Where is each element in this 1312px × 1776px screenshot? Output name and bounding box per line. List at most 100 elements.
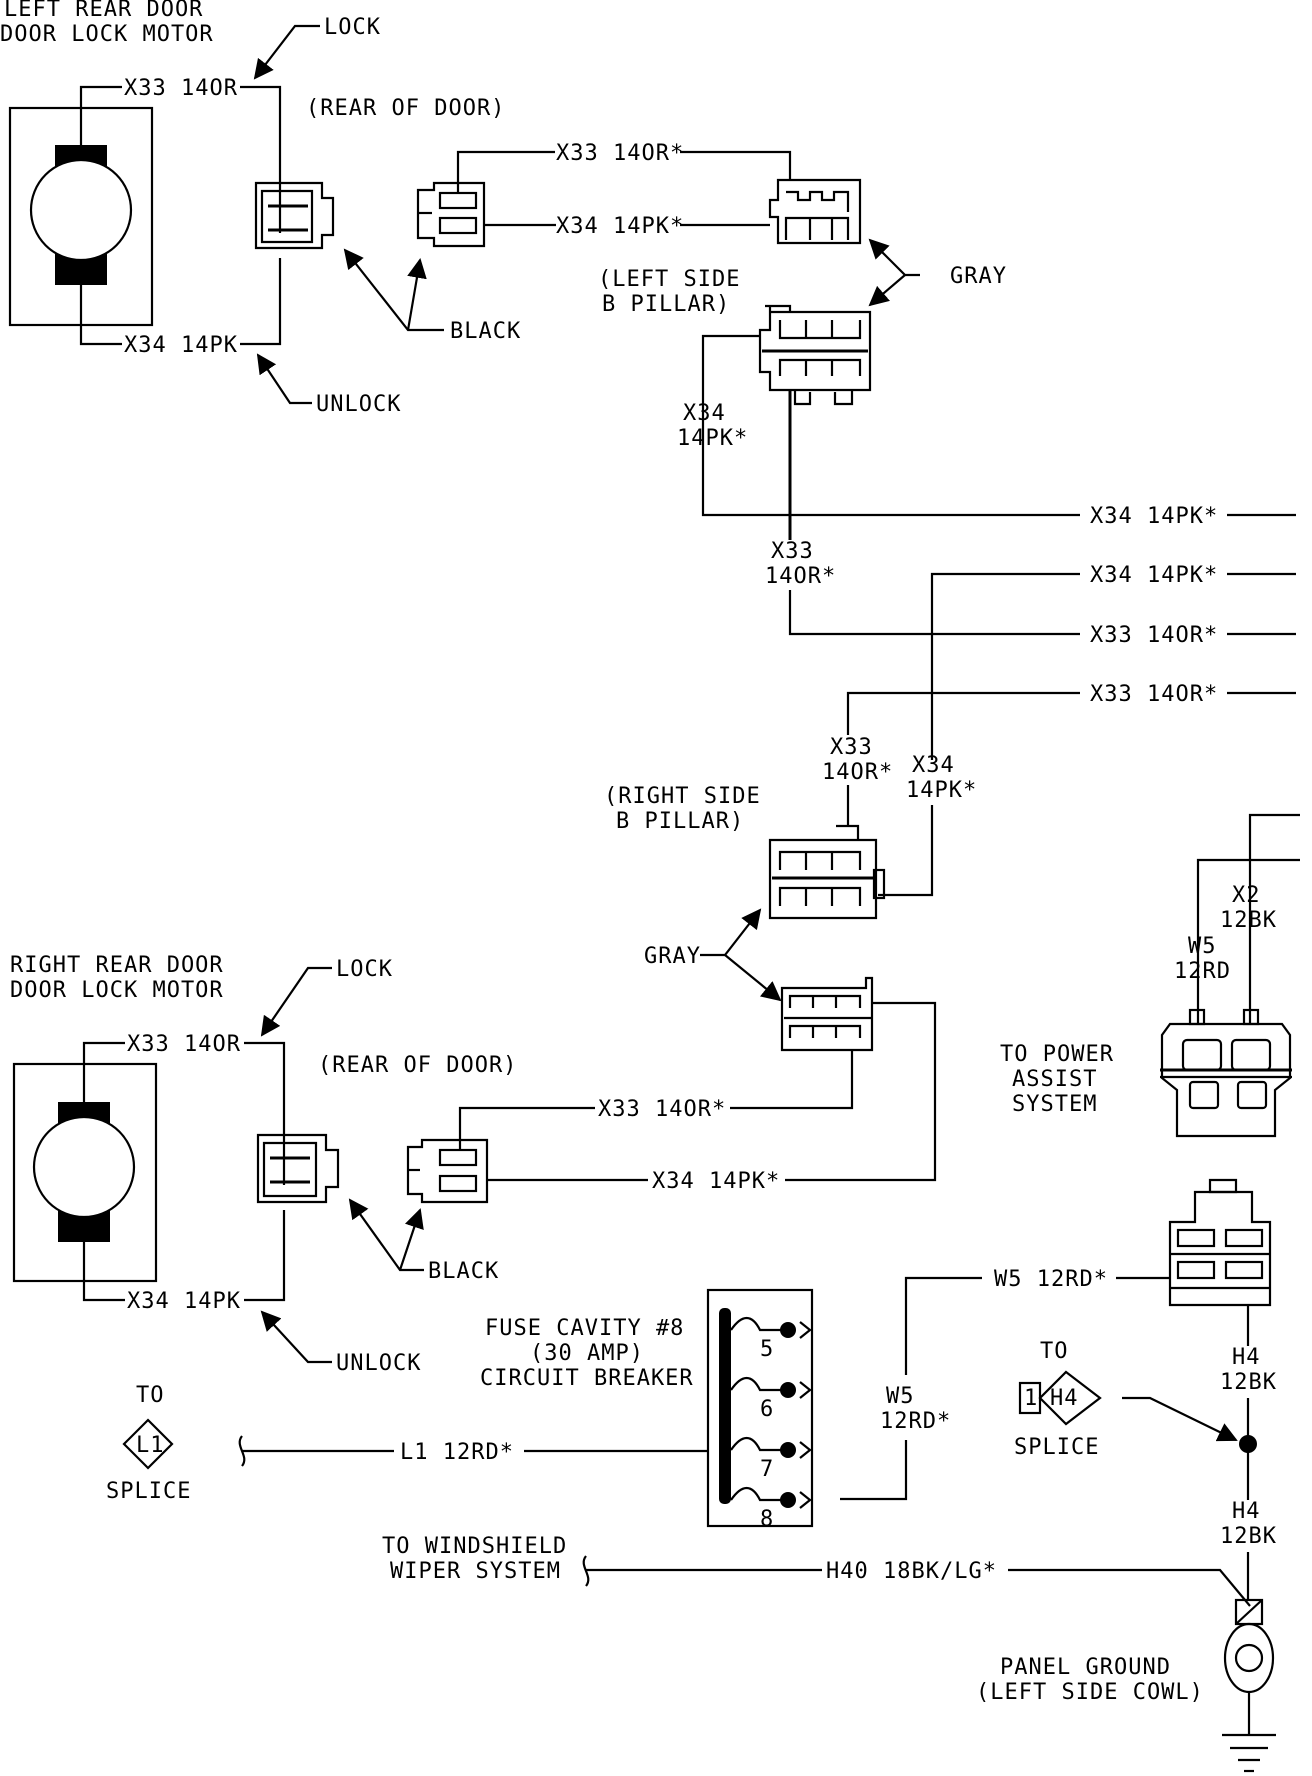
right-pillar-gray-connector-bottom	[780, 976, 874, 1052]
splice-h4-to: TO	[1040, 1339, 1069, 1364]
right-rear-of-door: (REAR OF DOOR)	[318, 1053, 517, 1078]
w5-vert-a: W5	[886, 1384, 915, 1409]
right-door-connector-male	[256, 1133, 340, 1204]
gray-bottom-label: GRAY	[644, 944, 701, 969]
right-black-label: BLACK	[428, 1259, 499, 1284]
right-to-conn-top: X33 14OR*	[598, 1097, 726, 1122]
right-pillar-x34b: 14PK*	[906, 778, 977, 803]
fuse-pin-lead	[730, 1436, 784, 1452]
left-motor-title-1: LEFT REAR DOOR	[4, 0, 203, 22]
left-motor-armature	[29, 158, 133, 262]
left-door-connector-female	[416, 181, 486, 248]
trunk-wires: X34 14PK* X34 14PK* X33 14OR* X33 14OR*	[846, 504, 1296, 760]
splice-h4-label: SPLICE	[1014, 1435, 1099, 1460]
fuse-pin-number: 5	[760, 1337, 774, 1362]
fuse-line1: FUSE CAVITY #8	[485, 1316, 684, 1341]
left-to-conn-top: X33 14OR*	[556, 141, 684, 166]
right-motor-title-1: RIGHT REAR DOOR	[10, 953, 224, 978]
left-pillar-x34b: 14PK*	[677, 426, 748, 451]
right-door-connector-female	[406, 1138, 489, 1204]
h4-top-b: 12BK	[1220, 1370, 1277, 1395]
wiper-line1: TO WINDSHIELD	[382, 1534, 567, 1559]
left-pillar-gray-connector-bottom	[758, 304, 872, 406]
left-pillar-line2: B PILLAR)	[602, 292, 730, 317]
fuse-pin-chevron	[799, 1321, 812, 1339]
fuse-pin-dot	[780, 1322, 796, 1338]
left-lock-label: LOCK	[324, 15, 381, 40]
left-door-connector-male	[254, 181, 335, 250]
right-motor-wire-top: X33 14OR	[127, 1032, 241, 1057]
h4-bot-a: H4	[1232, 1499, 1261, 1524]
right-lock-label: LOCK	[336, 957, 393, 982]
left-motor-wire-top: X33 14OR	[124, 76, 238, 101]
left-pillar-x33a: X33	[771, 539, 814, 564]
right-pillar-gray-connector-top	[768, 824, 886, 920]
fuse-cavity-circuit-breaker: FUSE CAVITY #8 (30 AMP) CIRCUIT BREAKER …	[480, 1288, 814, 1532]
fuse-pin-number: 6	[760, 1397, 774, 1422]
power-x2b: 12BK	[1220, 908, 1277, 933]
left-motor-title-2: DOOR LOCK MOTOR	[0, 22, 214, 47]
fuse-line3: CIRCUIT BREAKER	[480, 1366, 694, 1391]
h4-bot-b: 12BK	[1220, 1524, 1277, 1549]
trunk-wire-2: X34 14PK*	[1090, 563, 1218, 588]
left-black-label: BLACK	[450, 319, 521, 344]
power-assist-connector: X2 12BK W5 12RD	[1160, 813, 1300, 1138]
right-rear-door-lock-motor: RIGHT REAR DOOR DOOR LOCK MOTOR X33 14OR…	[10, 953, 780, 1376]
wiper-line2: WIPER SYSTEM	[390, 1559, 561, 1584]
panel-ground	[1222, 1598, 1276, 1773]
left-pillar-x34a: X34	[683, 401, 726, 426]
splice-l1: TO L1 SPLICE	[106, 1383, 191, 1504]
left-pillar-line1: (LEFT SIDE	[598, 267, 740, 292]
left-rear-door-lock-motor: LEFT REAR DOOR DOOR LOCK MOTOR X33 14OR …	[0, 0, 792, 417]
splice-l1-to: TO	[136, 1383, 165, 1408]
splice-l1-id: L1	[136, 1433, 165, 1458]
bottom-right-connector	[1168, 1178, 1272, 1307]
fuse-pin-lead	[730, 1486, 784, 1502]
left-motor-wire-bot: X34 14PK	[124, 333, 238, 358]
fuse-pin-dot	[780, 1442, 796, 1458]
trunk-wire-4: X33 14OR*	[1090, 682, 1218, 707]
right-pillar-line2: B PILLAR)	[616, 809, 744, 834]
fuse-line2: (30 AMP)	[530, 1341, 644, 1366]
power-w5b: 12RD	[1174, 959, 1231, 984]
ground-line2: (LEFT SIDE COWL)	[976, 1680, 1204, 1705]
trunk-wire-1: X34 14PK*	[1090, 504, 1218, 529]
fuse-pin-lead	[730, 1376, 784, 1392]
splice-junction-dot	[1239, 1435, 1257, 1453]
right-pillar-x33b: 14OR*	[822, 760, 893, 785]
fuse-pin-chevron	[799, 1381, 812, 1399]
right-motor-wire-bot: X34 14PK	[127, 1289, 241, 1314]
fuse-pin-number: 8	[760, 1507, 774, 1532]
fuse-pin-chevron	[799, 1441, 812, 1459]
left-to-conn-bot: X34 14PK*	[556, 214, 684, 239]
right-unlock-label: UNLOCK	[336, 1351, 421, 1376]
power-line3: SYSTEM	[1012, 1092, 1097, 1117]
gray-top-label: GRAY	[950, 264, 1007, 289]
power-line2: ASSIST	[1012, 1067, 1097, 1092]
left-pillar-gray-connector-top	[768, 178, 862, 245]
right-pillar-x34a: X34	[912, 753, 955, 778]
fuse-pin-lead	[730, 1316, 784, 1332]
left-pillar-x33b: 14OR*	[765, 564, 836, 589]
splice-h4-num: 1	[1024, 1386, 1038, 1411]
power-x2a: X2	[1232, 883, 1261, 908]
splice-l1-wire: L1 12RD*	[400, 1440, 514, 1465]
right-to-conn-bot: X34 14PK*	[652, 1169, 780, 1194]
trunk-wire-3: X33 14OR*	[1090, 623, 1218, 648]
w5-vert-b: 12RD*	[880, 1409, 951, 1434]
left-rear-of-door: (REAR OF DOOR)	[306, 96, 505, 121]
right-pillar-line1: (RIGHT SIDE	[604, 784, 761, 809]
splice-l1-label: SPLICE	[106, 1479, 191, 1504]
w5-wire-label: W5 12RD*	[994, 1267, 1108, 1292]
right-pillar-x33a: X33	[830, 735, 873, 760]
h4-top-a: H4	[1232, 1345, 1261, 1370]
fuse-pin-dot	[780, 1382, 796, 1398]
fuse-pin-number: 7	[760, 1457, 774, 1482]
right-motor-armature	[32, 1115, 136, 1219]
right-motor-title-2: DOOR LOCK MOTOR	[10, 978, 224, 1003]
splice-h4-id: H4	[1050, 1386, 1079, 1411]
fuse-pin-chevron	[799, 1491, 812, 1509]
power-line1: TO POWER	[1000, 1042, 1114, 1067]
splice-h4: TO 1 H4 SPLICE	[1014, 1339, 1102, 1460]
